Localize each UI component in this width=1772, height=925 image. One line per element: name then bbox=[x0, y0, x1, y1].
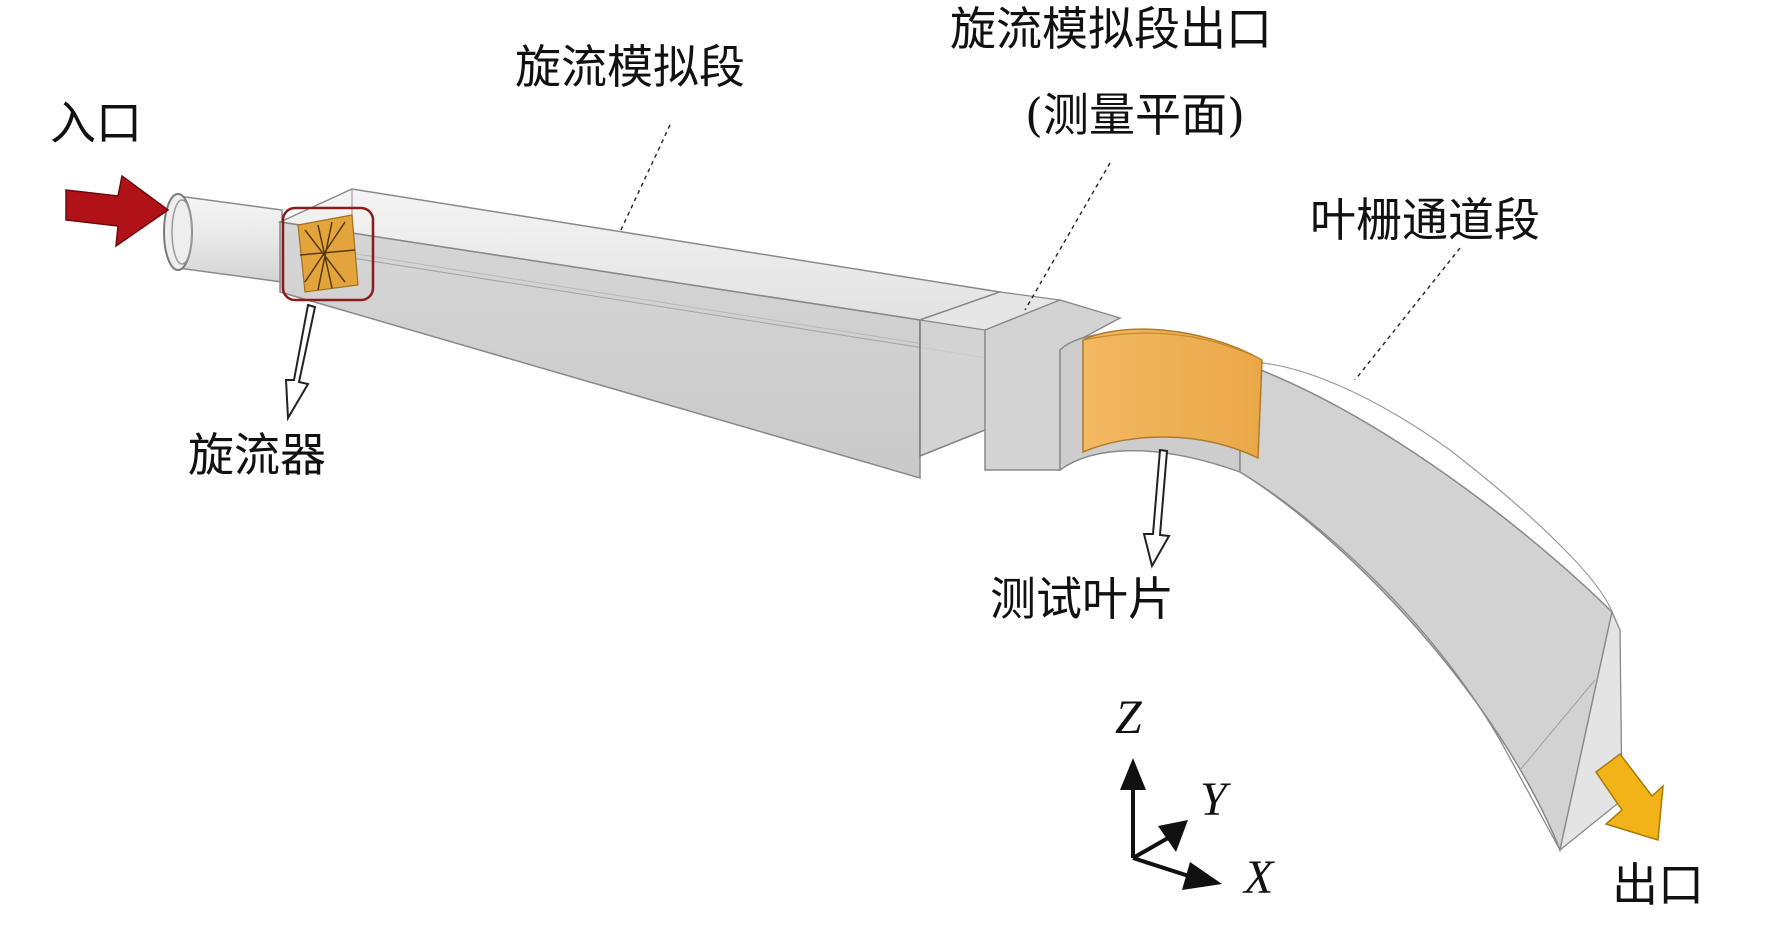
measurement-plane-label: (测量平面) bbox=[1025, 88, 1245, 142]
outlet-arrow-icon bbox=[1594, 752, 1664, 841]
swirler-pointer-arrow bbox=[284, 303, 317, 422]
coordinate-axes bbox=[1120, 758, 1222, 890]
z-axis-label: Z bbox=[1115, 691, 1142, 744]
y-axis-label: Y bbox=[1200, 773, 1227, 826]
inlet-label: 入口 bbox=[50, 96, 142, 150]
test-blade-label: 测试叶片 bbox=[990, 572, 1174, 626]
swirler-label: 旋流器 bbox=[188, 428, 326, 482]
swirl-section-label: 旋流模拟段 bbox=[515, 40, 745, 94]
x-axis-label: X bbox=[1244, 851, 1274, 904]
swirl-simulation-duct bbox=[277, 188, 1063, 479]
outlet-label: 出口 bbox=[1612, 858, 1704, 912]
cascade-section-label: 叶栅通道段 bbox=[1310, 193, 1540, 247]
swirl-exit-label: 旋流模拟段出口 bbox=[950, 2, 1272, 56]
swirler-highlight-box bbox=[281, 206, 375, 302]
leader-lines bbox=[619, 124, 1461, 381]
inlet-arrow-icon bbox=[65, 174, 170, 248]
blade-pointer-arrow bbox=[1142, 448, 1171, 569]
inlet-pipe bbox=[163, 193, 283, 283]
swirler bbox=[281, 206, 375, 302]
test-blade bbox=[1082, 328, 1263, 460]
